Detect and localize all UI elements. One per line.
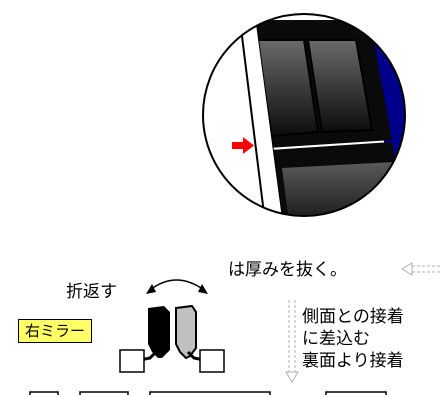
mirror-parts [119,304,225,373]
right-foot-tab [199,349,225,373]
right-mirror-badge: 右ミラー [18,319,93,343]
edge-strip [240,20,284,216]
curved-double-arrow-icon [146,279,208,294]
black-part [148,306,170,358]
gray-part [175,304,197,360]
red-right-arrow-icon [232,137,254,154]
lower-pane [282,162,404,216]
bottom-boxes [29,391,387,395]
edge-line [239,19,267,216]
left-foot-tab [119,349,145,373]
fold-note: 折返す [66,282,117,302]
insert-note-line1: 側面との接着 [302,307,404,327]
magnified-detail [202,13,406,217]
dashed-down-arrow-icon [285,300,299,383]
dashed-left-arrow-icon [401,262,440,276]
thickness-note: は厚みを抜く。 [228,260,347,280]
insert-note-line2: に差込む [302,329,370,349]
upper-pane-right [306,39,374,134]
magnifier-outline [202,13,406,217]
back-note: 裏面より接着 [302,351,404,371]
edge-line-inner [255,19,285,216]
